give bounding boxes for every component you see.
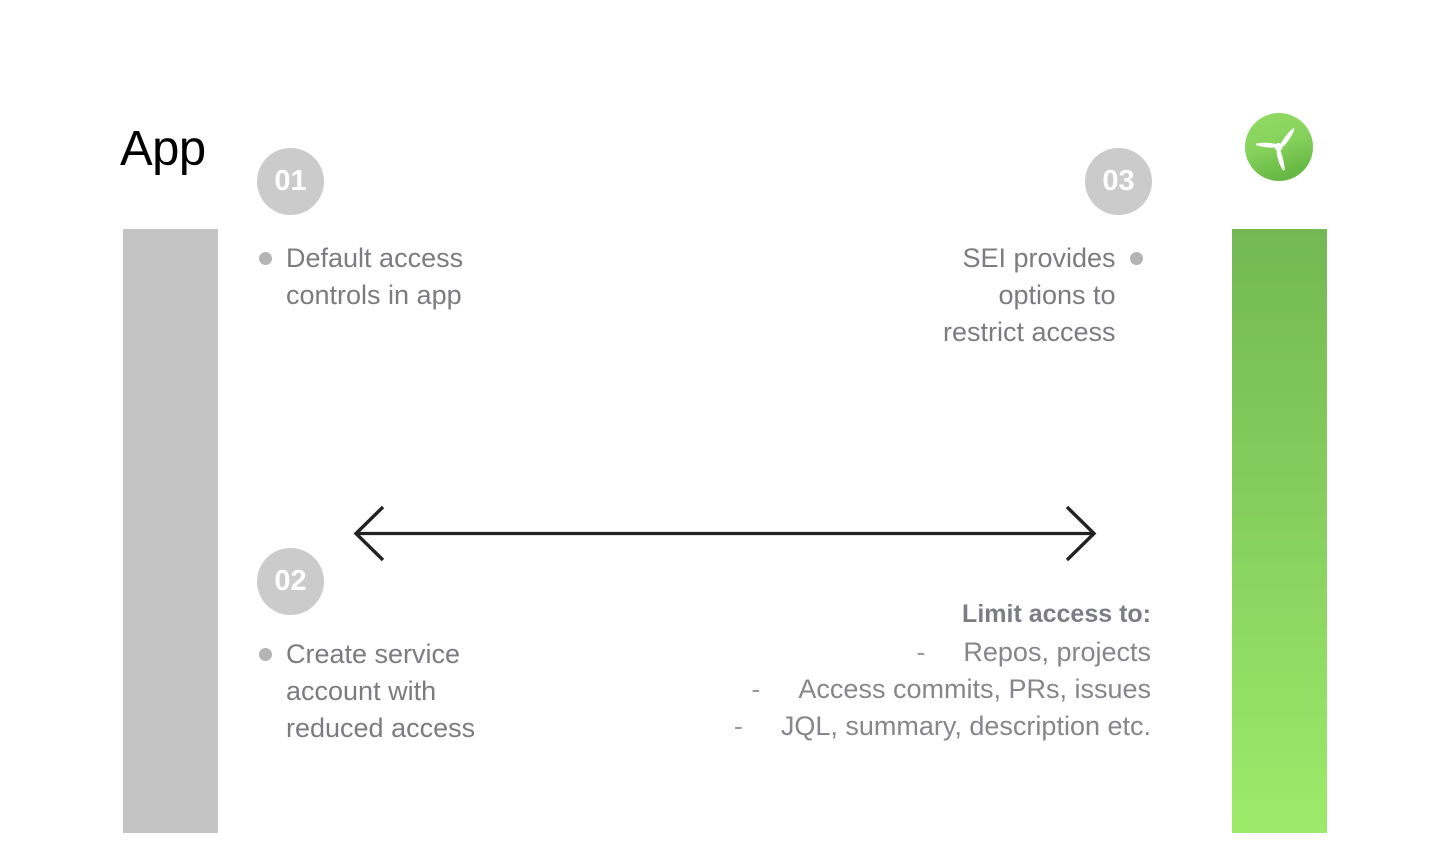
- step-badge-01: 01: [257, 148, 324, 215]
- page-title: App: [120, 122, 206, 176]
- list-dash: -: [751, 674, 761, 704]
- limit-access-item-text: Repos, projects: [963, 637, 1151, 667]
- limit-access-heading: Limit access to:: [962, 600, 1151, 628]
- bullet-dot-icon: [1129, 252, 1143, 265]
- step-bullet-03: SEI provides options to restrict access: [943, 240, 1143, 351]
- limit-access-list: Limit access to: - Repos, projects - Acc…: [734, 596, 1151, 745]
- step-bullet-text-01: Default access controls in app: [286, 243, 464, 310]
- limit-access-item: - Access commits, PRs, issues: [734, 671, 1151, 708]
- limit-access-item-text: Access commits, PRs, issues: [798, 674, 1151, 704]
- step-bullet-text-02: Create service account with reduced acce…: [286, 639, 476, 743]
- bidirectional-arrow: [345, 500, 1105, 568]
- app-column-bar: [123, 229, 218, 833]
- step-bullet-01: Default access controls in app: [259, 240, 463, 314]
- list-dash: -: [733, 711, 743, 741]
- sei-column-bar: [1232, 229, 1327, 833]
- step-bullet-text-03: SEI provides options to restrict access: [943, 243, 1116, 347]
- limit-access-item: - Repos, projects: [734, 634, 1151, 671]
- bullet-dot-icon: [259, 648, 272, 661]
- limit-access-item: - JQL, summary, description etc.: [734, 708, 1151, 745]
- bullet-dot-icon: [259, 252, 272, 265]
- wind-turbine-icon: [1244, 112, 1314, 182]
- limit-access-item-text: JQL, summary, description etc.: [780, 711, 1151, 741]
- step-badge-03: 03: [1085, 148, 1152, 215]
- step-badge-02: 02: [257, 548, 324, 615]
- step-bullet-02: Create service account with reduced acce…: [259, 636, 475, 747]
- list-dash: -: [916, 637, 926, 667]
